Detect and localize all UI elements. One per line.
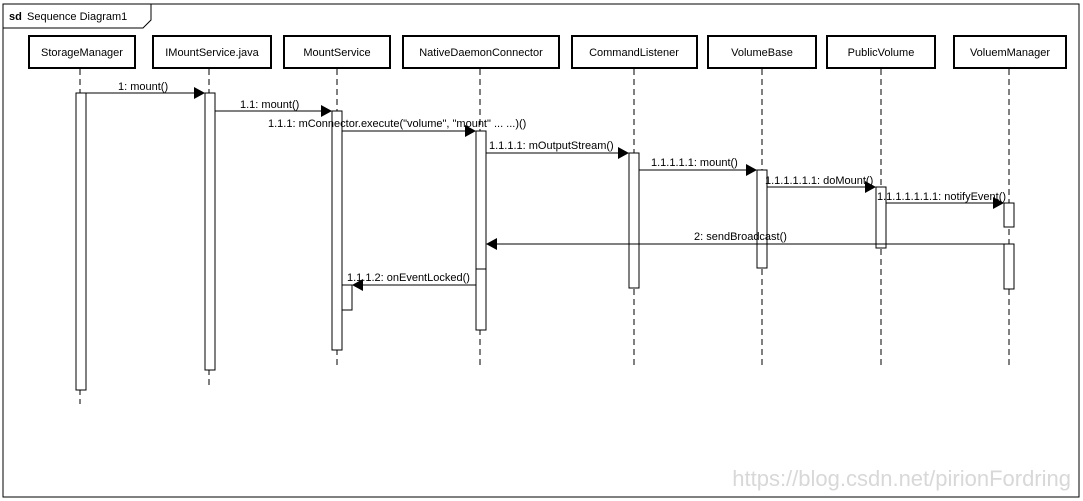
activation-volumebase xyxy=(756,169,768,269)
message-label: 1.1.1: mConnector.execute("volume", "mou… xyxy=(268,118,526,130)
message-label: 1: mount() xyxy=(118,81,168,93)
participant-voluemmanager[interactable]: VoluemManager xyxy=(953,35,1067,69)
participant-label: VoluemManager xyxy=(970,47,1050,59)
diagram-frame xyxy=(2,3,1080,498)
message-1-1-1-1-1-1-1-notifyevent[interactable]: 1.1.1.1.1.1.1: notifyEvent() xyxy=(877,191,1006,209)
activation-nativedaemonconnector-2 xyxy=(475,268,487,331)
activation-voluemmanager xyxy=(1003,202,1015,228)
activation-storagemanager xyxy=(75,92,87,391)
activation-mountservice-nested xyxy=(341,284,353,311)
activation-publicvolume xyxy=(875,186,887,249)
participant-label: StorageManager xyxy=(41,47,123,59)
participant-commandlistener[interactable]: CommandListener xyxy=(571,35,698,69)
message-label: 2: sendBroadcast() xyxy=(694,231,787,243)
message-label: 1.1.1.1.1.1.1: notifyEvent() xyxy=(877,191,1006,203)
message-1-1-1-1-1-1-domount[interactable]: 1.1.1.1.1.1: doMount() xyxy=(765,175,876,193)
message-1-mount[interactable]: 1: mount() xyxy=(86,81,205,99)
participant-storagemanager[interactable]: StorageManager xyxy=(28,35,136,69)
message-1-1-1-1-moutputstream[interactable]: 1.1.1.1: mOutputStream() xyxy=(486,140,629,159)
participant-mountservice[interactable]: MountService xyxy=(283,35,391,69)
participant-label: VolumeBase xyxy=(731,47,793,59)
activation-bars xyxy=(75,92,1015,391)
participant-label: PublicVolume xyxy=(848,47,915,59)
participant-publicvolume[interactable]: PublicVolume xyxy=(826,35,936,69)
participant-boxes: StorageManager IMountService.java MountS… xyxy=(28,35,1067,69)
message-label: 1.1.1.1.1.1: doMount() xyxy=(765,175,873,187)
message-1-1-1-1-1-mount[interactable]: 1.1.1.1.1: mount() xyxy=(639,157,757,176)
activation-voluemmanager-2 xyxy=(1003,243,1015,290)
participant-volumebase[interactable]: VolumeBase xyxy=(707,35,817,69)
frame-title: Sequence Diagram1 xyxy=(27,11,127,23)
watermark-text: https://blog.csdn.net/pirionFordring xyxy=(732,466,1071,491)
participant-label: CommandListener xyxy=(589,47,679,59)
activation-mountservice xyxy=(331,110,343,351)
participant-label: NativeDaemonConnector xyxy=(419,47,543,59)
message-1-1-1-2-oneventlocked[interactable]: 1.1.1.2: onEventLocked() xyxy=(347,272,476,291)
message-1-1-1-execute[interactable]: 1.1.1: mConnector.execute("volume", "mou… xyxy=(268,118,526,137)
participant-imountservice[interactable]: IMountService.java xyxy=(152,35,272,69)
message-2-sendbroadcast[interactable]: 2: sendBroadcast() xyxy=(486,231,1004,250)
message-1-1-mount[interactable]: 1.1: mount() xyxy=(215,99,332,117)
messages: 1: mount() 1.1: mount() 1.1.1: mConnecto… xyxy=(86,81,1006,291)
activation-commandlistener xyxy=(628,152,640,289)
message-label: 1.1.1.1.1: mount() xyxy=(651,157,738,169)
activation-imountservice xyxy=(204,92,216,371)
message-label: 1.1: mount() xyxy=(240,99,299,111)
activation-nativedaemonconnector xyxy=(475,130,487,270)
frame-tag: sd xyxy=(9,11,22,23)
message-label: 1.1.1.1: mOutputStream() xyxy=(489,140,614,152)
participant-label: IMountService.java xyxy=(165,47,259,59)
message-label: 1.1.1.2: onEventLocked() xyxy=(347,272,470,284)
participant-label: MountService xyxy=(303,47,370,59)
frame-title-tab xyxy=(2,3,152,29)
participant-nativedaemonconnector[interactable]: NativeDaemonConnector xyxy=(402,35,560,69)
